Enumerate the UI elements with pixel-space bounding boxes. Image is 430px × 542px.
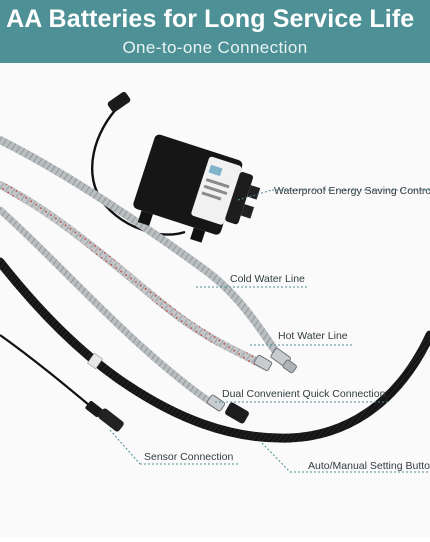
label-quick-connection: Dual Convenient Quick Connection bbox=[222, 388, 386, 400]
label-hot-water: Hot Water Line bbox=[278, 330, 348, 342]
label-sensor: Sensor Connection bbox=[144, 451, 234, 463]
label-controller: Waterproof Energy Saving Controller bbox=[274, 185, 430, 197]
hose-fitting-3 bbox=[206, 394, 226, 412]
sensor-hose bbox=[0, 257, 430, 443]
label-setting-button: Auto/Manual Setting Button bbox=[308, 460, 430, 472]
hot-water-hose bbox=[0, 181, 269, 370]
banner-title: 4 AA Batteries for Long Service Life bbox=[0, 5, 415, 33]
quick-connector bbox=[225, 402, 249, 424]
sensor-cable bbox=[0, 334, 96, 411]
controller-plug bbox=[107, 91, 131, 113]
hose-collar bbox=[87, 352, 103, 370]
outlet-hose bbox=[0, 206, 219, 409]
banner-subtitle: One-to-one Connection bbox=[122, 38, 308, 57]
cold-water-hose bbox=[0, 136, 284, 362]
label-cold-water: Cold Water Line bbox=[230, 273, 305, 285]
header-banner: 4 AA Batteries for Long Service Life One… bbox=[0, 0, 430, 63]
product-photo bbox=[0, 63, 430, 537]
product-illustration bbox=[0, 91, 430, 473]
controller-box bbox=[133, 134, 261, 243]
hose-fitting-1 bbox=[270, 348, 297, 374]
leader-lines bbox=[109, 189, 430, 473]
sensor-connector bbox=[85, 400, 124, 432]
hose-fitting-2 bbox=[253, 354, 273, 372]
